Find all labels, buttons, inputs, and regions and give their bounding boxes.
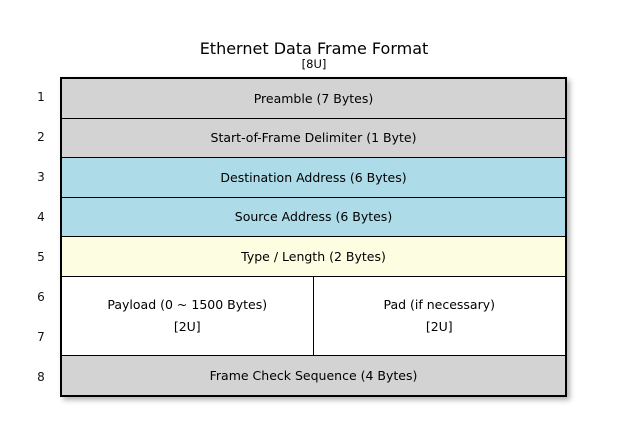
diagram-title-block: Ethernet Data Frame Format [8U] [0,39,628,72]
frame-field-pad-sublabel: [2U] [425,318,453,334]
ethernet-frame-table: Preamble (7 Bytes) Start-of-Frame Delimi… [60,77,567,397]
row-number-7: 7 [37,330,45,344]
frame-field-source-address: Source Address (6 Bytes) [62,197,565,237]
diagram-subtitle: [8U] [301,57,327,72]
frame-field-type-length: Type / Length (2 Bytes) [62,237,565,277]
row-number-5: 5 [37,250,45,264]
frame-field-preamble: Preamble (7 Bytes) [62,79,565,119]
row-number-3: 3 [37,170,45,184]
frame-field-pad: Pad (if necessary) [2U] [314,277,566,355]
row-number-2: 2 [37,130,45,144]
frame-field-payload: Payload (0 ~ 1500 Bytes) [2U] [62,276,314,355]
row-number-1: 1 [37,90,45,104]
page-title: Ethernet Data Frame Format [199,39,429,58]
frame-field-frame-check-sequence: Frame Check Sequence (4 Bytes) [62,355,565,395]
row-number-4: 4 [37,210,45,224]
row-number-6: 6 [37,290,45,304]
frame-field-pad-label: Pad (if necessary) [383,296,496,312]
row-number-8: 8 [37,370,45,384]
frame-field-start-of-frame-delimiter: Start-of-Frame Delimiter (1 Byte) [62,118,565,158]
frame-field-destination-address: Destination Address (6 Bytes) [62,158,565,198]
frame-field-payload-label: Payload (0 ~ 1500 Bytes) [107,296,268,312]
row-number-gutter: 1 2 3 4 5 6 7 8 [28,77,54,397]
frame-field-payload-pad-row: Payload (0 ~ 1500 Bytes) [2U] Pad (if ne… [62,276,566,356]
frame-field-payload-sublabel: [2U] [173,318,201,334]
